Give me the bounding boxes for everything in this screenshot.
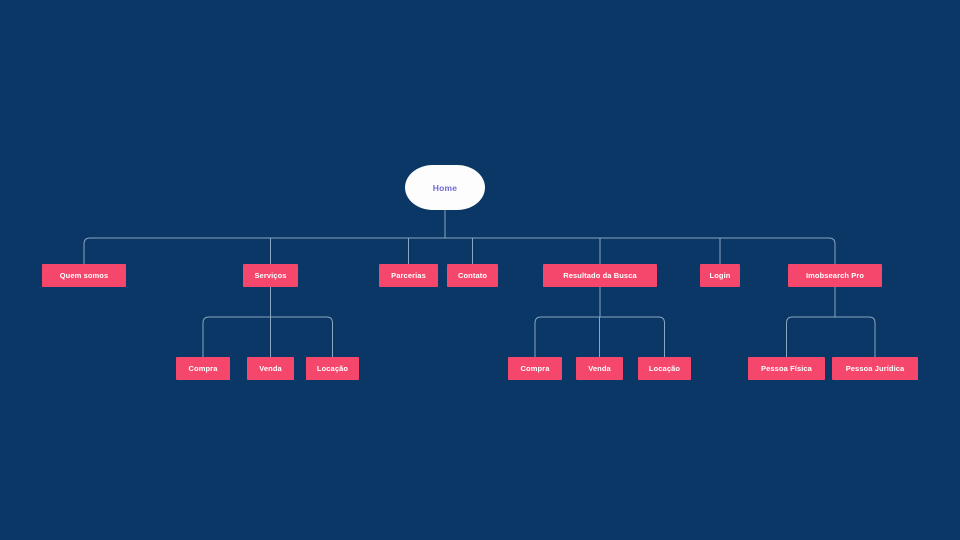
- node-label: Serviços: [254, 271, 287, 280]
- node-label: Resultado da Busca: [563, 271, 637, 280]
- node-loca-o[interactable]: Locação: [306, 357, 359, 380]
- node-login[interactable]: Login: [700, 264, 740, 287]
- node-label: Pessoa Física: [761, 364, 812, 373]
- node-label: Locação: [648, 364, 681, 373]
- node-pessoa-jur-dica[interactable]: Pessoa Jurídica: [832, 357, 918, 380]
- connector-subbus-resultado-da-busca: [534, 316, 665, 358]
- node-quem-somos[interactable]: Quem somos: [42, 264, 126, 287]
- node-parcerias[interactable]: Parcerias: [379, 264, 438, 287]
- node-servi-os[interactable]: Serviços: [243, 264, 298, 287]
- node-label: Quem somos: [59, 271, 109, 280]
- node-label: Contato: [457, 271, 488, 280]
- node-label: Login: [709, 271, 731, 280]
- node-label: Venda: [259, 364, 282, 373]
- connector-subbus-servi-os: [202, 316, 333, 358]
- node-home[interactable]: Home: [405, 165, 485, 210]
- node-label: Compra: [188, 364, 218, 373]
- connector-subbus-imobsearch-pro: [786, 316, 876, 358]
- node-compra[interactable]: Compra: [508, 357, 562, 380]
- connector-level2-bus: [83, 237, 836, 265]
- node-label: Venda: [588, 364, 611, 373]
- node-loca-o[interactable]: Locação: [638, 357, 691, 380]
- node-resultado-da-busca[interactable]: Resultado da Busca: [543, 264, 657, 287]
- node-pessoa-f-sica[interactable]: Pessoa Física: [748, 357, 825, 380]
- node-venda[interactable]: Venda: [576, 357, 623, 380]
- node-label: Parcerias: [391, 271, 426, 280]
- node-label: Pessoa Jurídica: [845, 364, 905, 373]
- node-imobsearch-pro[interactable]: Imobsearch Pro: [788, 264, 882, 287]
- node-label: Compra: [520, 364, 550, 373]
- node-home-label: Home: [432, 182, 458, 193]
- node-label: Locação: [316, 364, 349, 373]
- node-venda[interactable]: Venda: [247, 357, 294, 380]
- node-label: Imobsearch Pro: [805, 271, 865, 280]
- node-contato[interactable]: Contato: [447, 264, 498, 287]
- node-compra[interactable]: Compra: [176, 357, 230, 380]
